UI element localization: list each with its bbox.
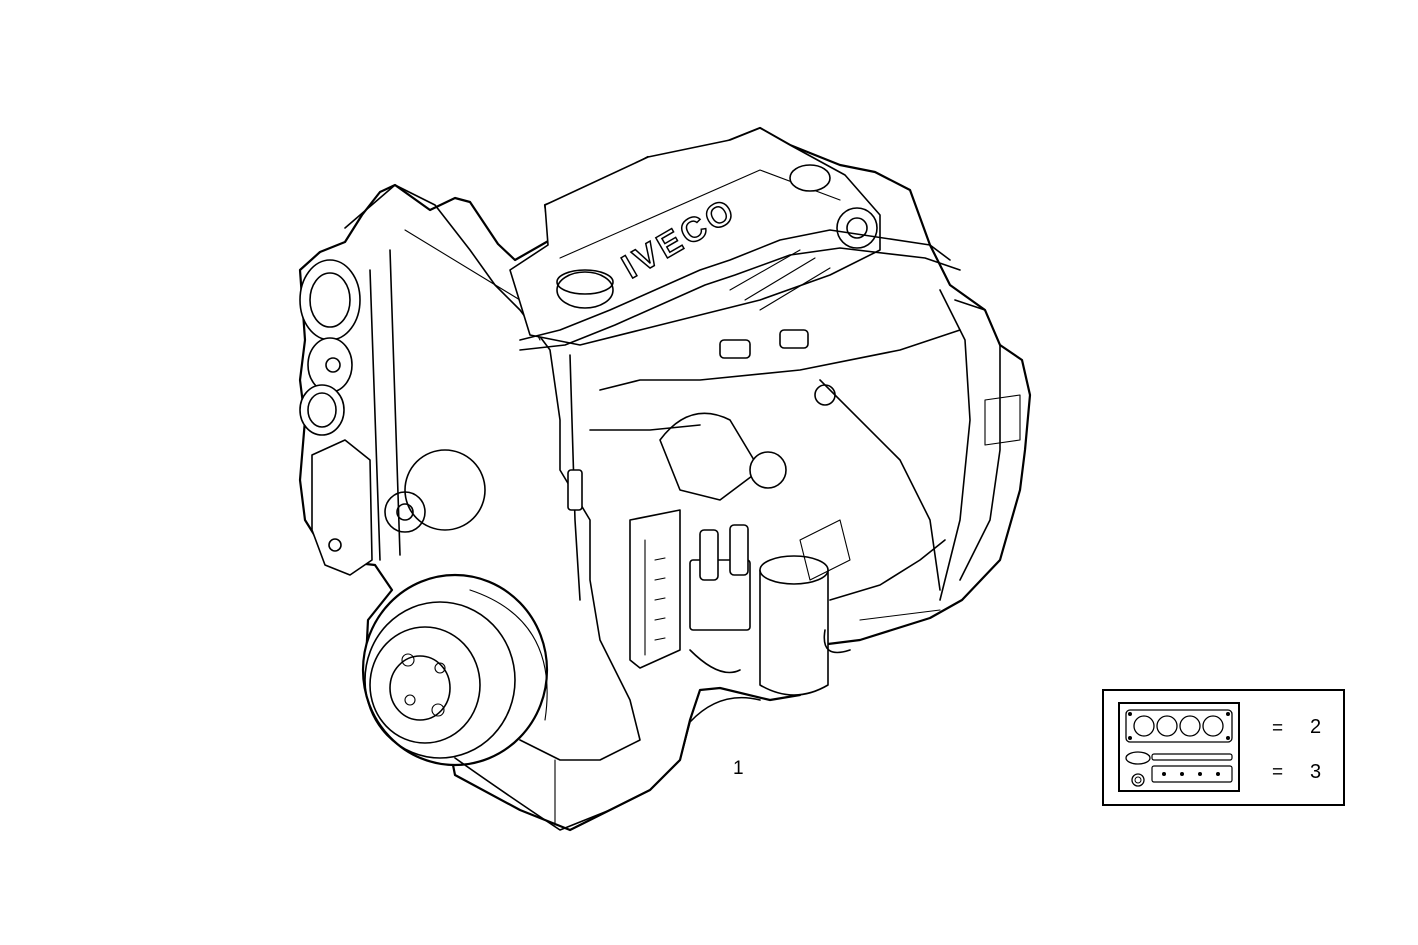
legend-row-2-symbol: =: [1272, 762, 1284, 783]
callout-1: 1: [733, 758, 744, 779]
gasket-set-icon: [1125, 751, 1233, 787]
head-gasket-icon: [1125, 709, 1233, 743]
legend-row-1-symbol: =: [1272, 718, 1284, 739]
legend-row-2-callout: 3: [1310, 761, 1322, 783]
gasket-kit-icon: [1118, 702, 1240, 792]
oil-filter: [759, 569, 829, 696]
oil-sump: [454, 696, 761, 831]
gasket-kit-legend: = 2 = 3: [1102, 689, 1345, 806]
ecu-module: [629, 509, 681, 669]
legend-row-1-callout: 2: [1310, 716, 1322, 738]
